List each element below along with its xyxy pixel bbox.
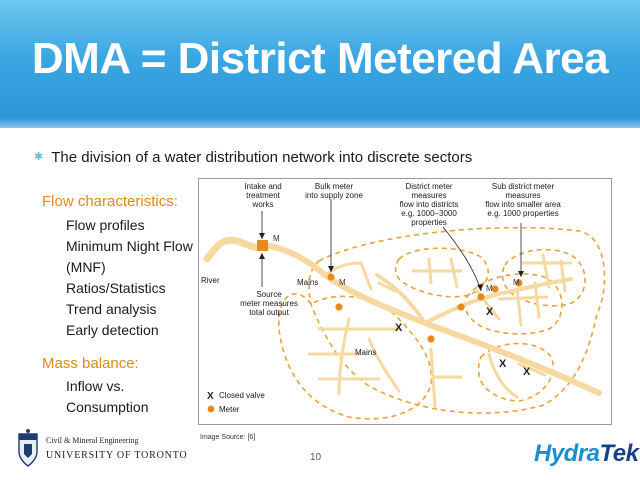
meter-letters: M M M M xyxy=(273,234,520,293)
meter-icon xyxy=(515,279,523,287)
source-label: Source xyxy=(256,290,282,299)
district-callout xyxy=(442,226,482,292)
uoft-crest-icon xyxy=(18,429,38,467)
closed-valve-icon: X xyxy=(486,306,494,318)
uoft-department: Civil & Mineral Engineering xyxy=(46,436,139,445)
main-branch-east xyxy=(423,277,573,325)
flow-heading: Flow characteristics: xyxy=(42,193,178,210)
meter-icon xyxy=(457,303,465,311)
mass-item: Consumption xyxy=(66,399,149,415)
bullet-icon: ✱ xyxy=(34,151,44,163)
hydratek-wordmark: HydraTek xyxy=(534,440,639,468)
bulk-label: into supply zone xyxy=(305,191,363,200)
meter-letter: M xyxy=(273,234,280,243)
title-banner-fade xyxy=(0,118,640,140)
main-branch xyxy=(375,273,427,325)
hydratek-logo: HydraTek xyxy=(534,438,639,472)
district-label: flow into districts xyxy=(400,200,459,209)
flow-item: Flow profiles xyxy=(66,217,145,233)
subdistrict-boundary xyxy=(501,248,586,307)
subdistrict-label: measures xyxy=(505,191,540,200)
source-label: total output xyxy=(249,308,289,317)
closed-valve-icon: X xyxy=(395,322,403,334)
intake-label: Intake and xyxy=(244,182,281,191)
district-boundary-east xyxy=(464,273,563,335)
diagram-legend: X Closed valve Meter xyxy=(207,391,265,414)
meter-icon xyxy=(491,285,499,293)
uoft-logo: Civil & Mineral Engineering UNIVERSITY O… xyxy=(16,428,187,470)
page-number: 10 xyxy=(310,452,322,463)
meter-letter: M xyxy=(513,278,520,287)
district-label: District meter xyxy=(405,182,452,191)
meter-icon xyxy=(427,335,435,343)
district-boundaries xyxy=(278,226,606,420)
district-boundary-southeast xyxy=(477,342,554,402)
dma-diagram: X X X X M M M M xyxy=(198,178,612,425)
flow-item: Ratios/Statistics xyxy=(66,280,166,296)
intake-label: works xyxy=(252,200,274,209)
diagram-labels-left: River Mains Mains xyxy=(201,276,376,357)
flow-item: Trend analysis xyxy=(66,301,157,317)
subdistrict-label: flow into smaller area xyxy=(485,200,561,209)
title-banner xyxy=(0,0,640,128)
image-source: Image Source: [6] xyxy=(200,434,256,441)
mains-label: Mains xyxy=(297,278,318,287)
mass-heading: Mass balance: xyxy=(42,355,139,372)
district-boundary-left xyxy=(278,293,433,420)
uoft-name: UNIVERSITY OF TORONTO xyxy=(46,450,188,461)
callout-arrowheads xyxy=(259,233,524,291)
meters xyxy=(257,240,523,343)
meter-icon xyxy=(335,303,343,311)
subdistrict-label: e.g. 1000 properties xyxy=(487,209,558,218)
river-label: River xyxy=(201,276,220,285)
closed-valve-icon: X xyxy=(523,366,531,378)
river-pipe xyxy=(203,236,267,263)
closed-valves: X X X X xyxy=(395,306,531,378)
legend-closed-valve: Closed valve xyxy=(219,391,265,400)
main-pipe xyxy=(262,242,602,396)
district-label: measures xyxy=(411,191,446,200)
distribution-pipes xyxy=(307,253,573,409)
legend-valve-icon: X xyxy=(207,391,214,402)
main-bullet-text: The division of a water distribution net… xyxy=(51,149,473,166)
source-meter-icon xyxy=(257,240,268,251)
mains-label: Mains xyxy=(355,348,376,357)
meter-icon xyxy=(327,273,335,281)
meter-letter: M xyxy=(486,284,493,293)
source-label: meter measures xyxy=(240,299,298,308)
flow-item: (MNF) xyxy=(66,259,106,275)
flow-item: Minimum Night Flow xyxy=(66,238,193,254)
logo-part-tek: Tek xyxy=(599,440,639,467)
intake-label: treatment xyxy=(246,191,281,200)
bulk-label: Bulk meter xyxy=(315,182,354,191)
zone-boundary xyxy=(308,226,606,414)
legend-meter-icon xyxy=(207,405,215,413)
slide-title: DMA = District Metered Area xyxy=(31,34,609,83)
pipe-network xyxy=(203,236,602,409)
meter-letter: M xyxy=(339,278,346,287)
flow-item: Early detection xyxy=(66,322,159,338)
diagram-labels: Intake and treatment works Bulk meter in… xyxy=(240,182,561,317)
closed-valve-icon: X xyxy=(499,358,507,370)
legend-meter: Meter xyxy=(219,405,240,414)
dma-diagram-svg: X X X X M M M M xyxy=(201,182,606,420)
district-label: e.g. 1000–3000 xyxy=(401,209,457,218)
main-bullet: ✱ The division of a water distribution ne… xyxy=(34,149,472,166)
district-label: properties xyxy=(411,218,447,227)
subdistrict-label: Sub district meter xyxy=(492,182,555,191)
mass-item: Inflow vs. xyxy=(66,378,125,394)
logo-part-hydra: Hydra xyxy=(534,440,600,467)
meter-icon xyxy=(477,293,485,301)
